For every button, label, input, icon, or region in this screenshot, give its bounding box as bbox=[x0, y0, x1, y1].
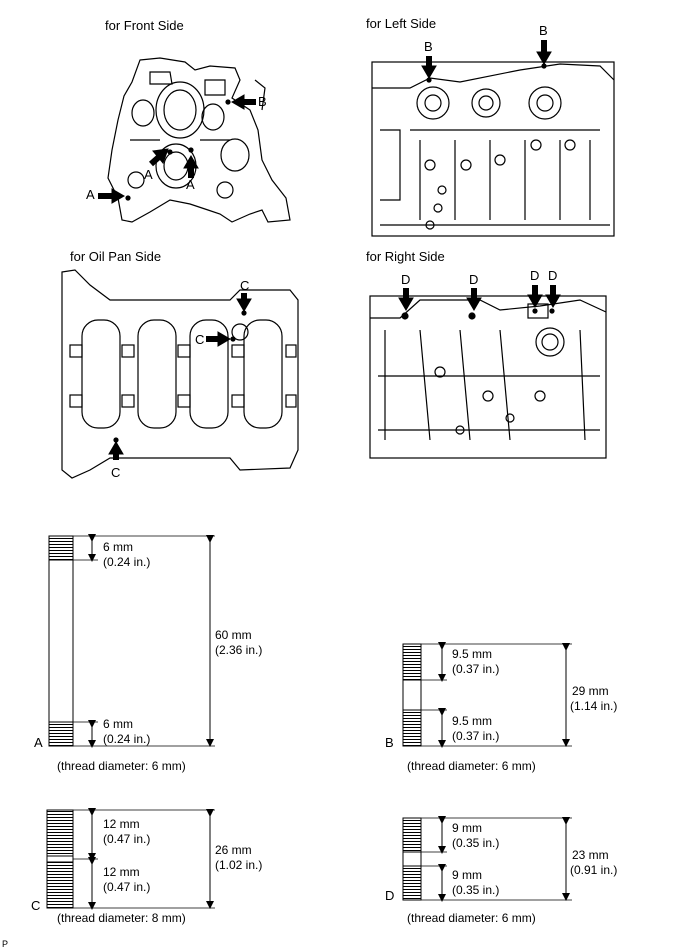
stud-bolt-b-drawing bbox=[402, 642, 572, 748]
callout-a: A bbox=[144, 167, 153, 182]
bolt-b-top-thread-in: (0.37 in.) bbox=[452, 662, 500, 676]
pointer-arrows bbox=[98, 40, 561, 460]
callout-a: A bbox=[186, 177, 195, 192]
right-side-title: for Right Side bbox=[366, 249, 445, 264]
bolt-a-total-in: (2.36 in.) bbox=[215, 643, 263, 657]
bolt-c-bottom-thread-in: (0.47 in.) bbox=[103, 880, 151, 894]
figure-code: P bbox=[2, 939, 9, 949]
bolt-a-total-mm: 60 mm bbox=[215, 628, 252, 642]
bolt-c-top-thread-in: (0.47 in.) bbox=[103, 832, 151, 846]
stud-bolt-a-drawing bbox=[48, 534, 215, 748]
bolt-d-total-in: (0.91 in.) bbox=[570, 863, 618, 877]
bolt-b-letter: B bbox=[385, 735, 394, 750]
bolt-d-bottom-thread-in: (0.35 in.) bbox=[452, 883, 500, 897]
bolt-d-bottom-thread-mm: 9 mm bbox=[452, 868, 482, 882]
callout-c: C bbox=[195, 332, 205, 347]
bolt-a-top-thread-mm: 6 mm bbox=[103, 540, 133, 554]
bolt-c-total-in: (1.02 in.) bbox=[215, 858, 263, 872]
callout-c: C bbox=[111, 465, 121, 480]
bolt-c-letter: C bbox=[31, 898, 41, 913]
bolt-b-total-in: (1.14 in.) bbox=[570, 699, 618, 713]
callout-b: B bbox=[539, 23, 548, 38]
callout-c: C bbox=[240, 278, 250, 293]
right-side-block bbox=[369, 295, 607, 459]
bolt-c-diameter: (thread diameter: 8 mm) bbox=[57, 911, 186, 925]
bolt-b-diameter: (thread diameter: 6 mm) bbox=[407, 759, 536, 773]
front-side-title: for Front Side bbox=[105, 18, 184, 33]
bolt-a-letter: A bbox=[34, 735, 43, 750]
bolt-b-bottom-thread-mm: 9.5 mm bbox=[452, 714, 493, 728]
bolt-b-total-mm: 29 mm bbox=[572, 684, 609, 698]
bolt-c-total-mm: 26 mm bbox=[215, 843, 252, 857]
left-side-title: for Left Side bbox=[366, 16, 437, 31]
bolt-b-bottom-thread-in: (0.37 in.) bbox=[452, 729, 500, 743]
bolt-a-top-thread-in: (0.24 in.) bbox=[103, 555, 151, 569]
callout-d: D bbox=[530, 268, 540, 283]
bolt-d-top-thread-in: (0.35 in.) bbox=[452, 836, 500, 850]
bolt-d-total-mm: 23 mm bbox=[572, 848, 609, 862]
stud-bolt-d-drawing bbox=[402, 816, 572, 902]
bolt-b-top-thread-mm: 9.5 mm bbox=[452, 647, 493, 661]
bolt-a-diameter: (thread diameter: 6 mm) bbox=[57, 759, 186, 773]
bolt-d-top-thread-mm: 9 mm bbox=[452, 821, 482, 835]
bolt-a-bottom-thread-in: (0.24 in.) bbox=[103, 732, 151, 746]
callout-b: B bbox=[424, 39, 433, 54]
oil-pan-side-title: for Oil Pan Side bbox=[70, 249, 162, 264]
callout-a: A bbox=[86, 187, 95, 202]
callout-b: B bbox=[258, 94, 267, 109]
callout-d: D bbox=[548, 268, 558, 283]
bolt-c-top-thread-mm: 12 mm bbox=[103, 817, 140, 831]
oil-pan-side-block bbox=[61, 269, 299, 479]
bolt-a-bottom-thread-mm: 6 mm bbox=[103, 717, 133, 731]
front-side-block bbox=[107, 57, 291, 223]
callout-d: D bbox=[401, 272, 411, 287]
callout-d: D bbox=[469, 272, 479, 287]
bolt-d-diameter: (thread diameter: 6 mm) bbox=[407, 911, 536, 925]
bolt-d-letter: D bbox=[385, 888, 395, 903]
stud-bolt-c-drawing bbox=[46, 808, 215, 910]
bolt-c-bottom-thread-mm: 12 mm bbox=[103, 865, 140, 879]
left-side-block bbox=[371, 61, 615, 237]
